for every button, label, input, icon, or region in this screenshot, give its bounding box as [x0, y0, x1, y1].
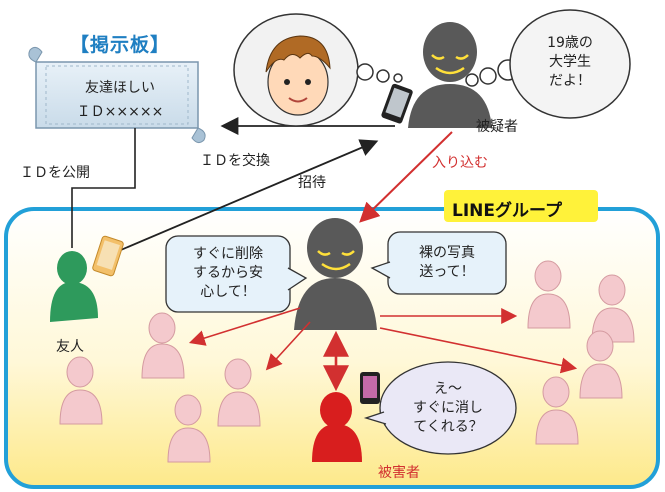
bubble-line: てくれる？	[413, 419, 483, 435]
bulletin-board-scroll	[28, 46, 206, 144]
friend-label: 友人	[56, 339, 84, 355]
arrow-infiltrate	[359, 131, 453, 223]
speech-bubble-suspect-left	[165, 235, 308, 313]
victim-bubble-text: え～ すぐに消し てくれる？	[390, 380, 506, 437]
bubble-line: するから安	[193, 265, 263, 281]
suspect-right-bubble-text: 裸の写真 送って！	[388, 244, 506, 282]
victim-label: 被害者	[378, 465, 420, 481]
speech-bubble-victim	[363, 361, 517, 455]
group-member	[527, 260, 571, 329]
board-post-line: 友達ほしい	[85, 80, 155, 96]
friend-figure	[50, 251, 98, 322]
arrow-exchange-invite	[98, 139, 379, 261]
thought-line: だよ！	[549, 73, 591, 89]
bubble-line: すぐに削除	[193, 246, 263, 262]
invite-label: 招待	[298, 175, 326, 191]
line-group-title-bg	[444, 190, 598, 222]
speech-bubble-suspect-right	[370, 231, 507, 295]
infiltrate-label: 入り込む	[432, 155, 488, 171]
bubble-line: 裸の写真	[419, 245, 475, 261]
suspect-figure-group	[294, 218, 377, 330]
line-group-title: LINEグループ	[452, 201, 562, 221]
suspect-figure-top	[408, 22, 492, 128]
bubble-line: え～	[434, 381, 462, 397]
board-post: 友達ほしい ＩＤ×××××	[50, 76, 190, 124]
smartphone-icon	[381, 83, 413, 124]
bubble-line: すぐに消し	[413, 400, 483, 416]
young-man-avatar	[265, 35, 331, 116]
group-member	[141, 312, 185, 379]
suspect-label: 被疑者	[476, 119, 518, 135]
red-arrows-group	[188, 307, 578, 392]
bubble-line: 送って！	[419, 264, 475, 280]
group-member	[59, 356, 103, 425]
exchange-id-label: ＩＤを交換	[200, 153, 270, 169]
board-post-line: ＩＤ×××××	[76, 104, 164, 120]
thought-line: 19歳の	[547, 35, 593, 51]
thought-line: 大学生	[549, 54, 591, 70]
group-member	[167, 394, 211, 463]
publish-id-label: ＩＤを公開	[20, 165, 90, 181]
thought-cloud-suspect	[465, 9, 631, 119]
victim-figure	[312, 392, 362, 462]
victim-phone-icon	[360, 372, 380, 404]
group-member	[535, 376, 579, 445]
friend-phone-icon	[92, 235, 124, 277]
suspect-thought-text: 19歳の 大学生 だよ！	[520, 34, 620, 91]
board-title: 【掲示板】	[70, 34, 171, 56]
group-member	[579, 330, 623, 399]
group-member	[217, 358, 261, 427]
suspect-left-bubble-text: すぐに削除 するから安 心して！	[166, 245, 290, 302]
bubble-line: 心して！	[200, 284, 256, 300]
